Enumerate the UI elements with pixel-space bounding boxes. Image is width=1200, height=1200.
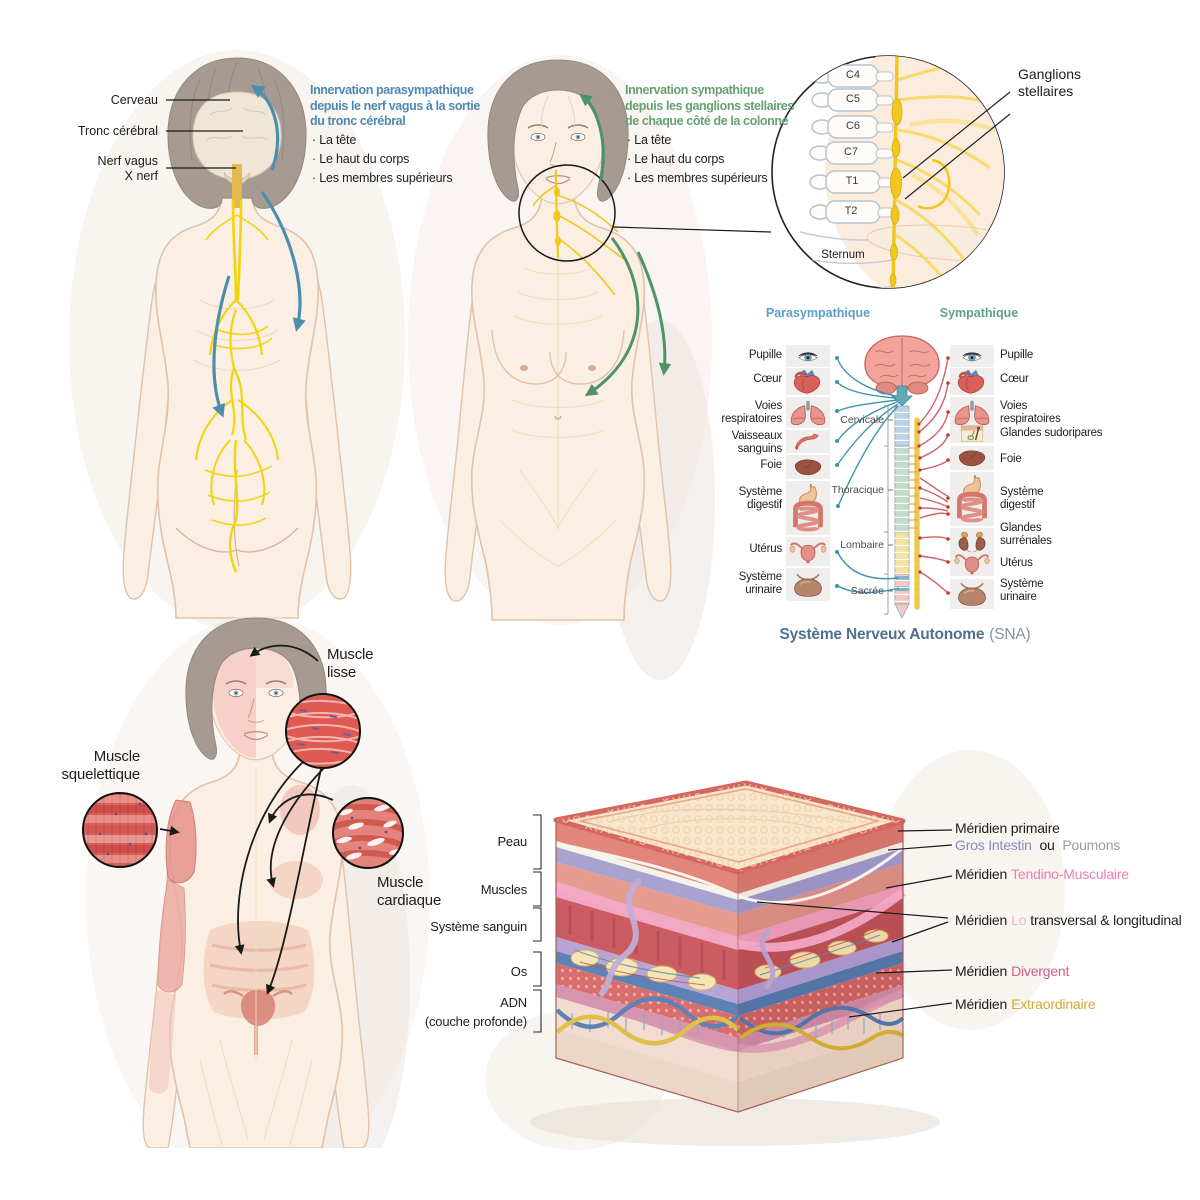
muscle-pointer-arrows (159, 644, 336, 995)
brain-illustration (192, 91, 282, 208)
organ-label: Utérus (749, 543, 782, 555)
spine-region-thoracique: Thoracique (831, 484, 884, 496)
cardiac-muscle-inset (332, 797, 404, 869)
parasympathetic-bullet-list: La tête Le haut du corps Les membres sup… (312, 131, 482, 188)
spine-region-lombaire: Lombaire (840, 539, 884, 551)
gros-intestin-label: Gros Intestin (955, 837, 1032, 853)
label-ganglions-stellaires: Ganglions stellaires (1018, 66, 1082, 99)
sna-title: Système Nerveux Autonome(SNA) (779, 626, 1031, 643)
organ-label: Glandes sudoripares (1000, 427, 1103, 439)
skin-cube (485, 750, 1065, 1150)
sna-diagram (786, 335, 994, 619)
skeletal-muscle-inset (82, 792, 158, 868)
organ-label: Système urinaire (1000, 578, 1044, 603)
muscle-head-face (185, 617, 327, 761)
smooth-muscle-inset (285, 693, 361, 769)
sympathetic-endpoints (917, 356, 950, 595)
vertebra-c7: C7 (843, 146, 859, 158)
spine-region-cervicale: Cervicale (840, 414, 884, 426)
panel-sympathetic-body (408, 55, 772, 680)
label-cerveau: Cerveau (110, 93, 158, 107)
label-nerf-vagus: Nerf vagus X nerf (97, 154, 158, 183)
spinal-cord (894, 405, 910, 619)
organ-label: Glandes surrénales (1000, 522, 1052, 547)
organ-label: Foie (1000, 453, 1022, 465)
vertebra-c4: C4 (845, 69, 861, 81)
sweat-gland-icon (960, 424, 984, 443)
organ-label: Cœur (1000, 373, 1029, 385)
organ-label: Voies respiratoires (1000, 400, 1061, 425)
cube-top-face (553, 780, 906, 875)
panel-muscle-body (60, 615, 460, 1200)
organ-label: Foie (760, 459, 782, 471)
inset-connector-line (613, 226, 772, 233)
brainstem-arrow-icon (891, 385, 913, 407)
magnifier-circle (518, 164, 616, 262)
sympathetic-arrows (578, 93, 672, 397)
organ-label: Voies respiratoires (721, 400, 782, 425)
layer-brackets (533, 814, 542, 1033)
sympathetic-heading: Innervation sympathique depuis les gangl… (625, 83, 794, 128)
arm-muscle-highlight (149, 799, 197, 1094)
organ-label: Pupille (748, 349, 782, 361)
stellate-ganglion-inset (771, 55, 1011, 289)
callout-lines (902, 91, 1011, 200)
vertebra-t1: T1 (845, 175, 859, 187)
layer-label-muscles: Muscles (480, 882, 527, 897)
layer-label-os: Os (510, 964, 527, 979)
parasympathetic-endpoints (835, 356, 840, 588)
panel-parasympathetic-body (69, 50, 405, 630)
meridian-leader-lines (756, 829, 953, 1018)
vertebra-c5: C5 (845, 93, 861, 105)
organ-label: Utérus (1000, 557, 1033, 569)
label-pointer-lines (166, 99, 243, 169)
cervical-sympathetic-nerves (532, 169, 629, 296)
front-ribs-nerves (499, 250, 617, 567)
sympathetic-bullet-list: La tête Le haut du corps Les membres sup… (627, 131, 797, 188)
spine-region-ticks (884, 405, 893, 615)
organ-label: Système digestif (1000, 486, 1044, 511)
label-muscle-squelettique: Muscle squelettique (61, 748, 141, 783)
layer-label-systeme-sanguin: Système sanguin (430, 919, 527, 934)
vertebra-c6: C6 (845, 120, 861, 132)
label-muscle-cardiaque: Muscle cardiaque (377, 874, 442, 909)
label-meridien-primaire: Méridien primaire Gros Intestin ou Poumo… (955, 820, 1121, 853)
muscle-fat-layer (568, 905, 889, 991)
vertebra-t2: T2 (844, 205, 858, 217)
label-sternum: Sternum (821, 249, 865, 261)
dna-helix-layer (555, 996, 905, 1051)
column-title-sympathique: Sympathique (939, 306, 1019, 320)
label-muscle-lisse: Muscle lisse (327, 646, 374, 681)
layer-label-adn: ADN (couche profonde) (424, 995, 527, 1029)
organ-label: Cœur (753, 373, 782, 385)
organ-label: Système urinaire (738, 571, 783, 596)
organ-label: Système digestif (738, 486, 783, 511)
poumons-label: Poumons (1062, 837, 1121, 853)
organ-label: Vaisseaux sanguins (731, 430, 783, 455)
brain-icon (864, 335, 940, 407)
front-head-face (487, 59, 629, 205)
parasympathetic-curves (837, 359, 900, 594)
parasympathetic-arrows (212, 84, 306, 418)
column-title-parasympathique: Parasympathique (765, 306, 871, 320)
faint-nerve-lines (199, 770, 313, 1146)
parasympathetic-heading: Innervation parasympathique depuis le ne… (310, 83, 480, 128)
label-tronc-cerebral: Tronc cérébral (77, 124, 158, 138)
vertebrae-column (809, 64, 895, 224)
front-chest-detail (491, 329, 625, 420)
sympathetic-trunk-chain (909, 417, 920, 611)
layer-label-peau: Peau (497, 834, 527, 849)
organ-label: Pupille (1000, 349, 1034, 361)
spine-region-sacree: Sacrée (850, 585, 884, 597)
cube-right-face (738, 821, 903, 1112)
sympathetic-chain (889, 56, 903, 288)
vagus-nerve-illustration (195, 199, 279, 573)
